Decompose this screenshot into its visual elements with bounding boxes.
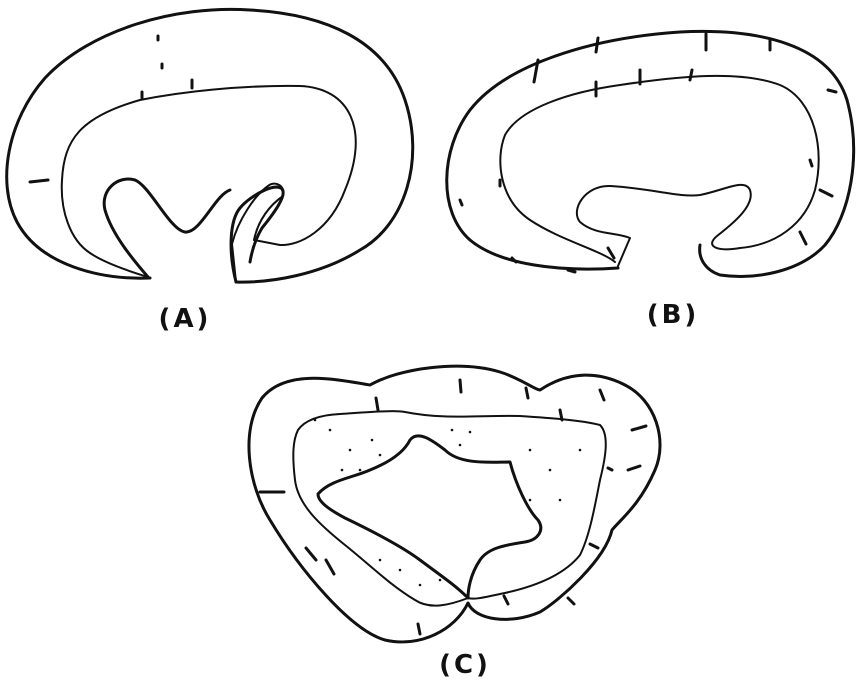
panel-c-stipple [314, 419, 582, 587]
panel-a-drawing [7, 9, 413, 282]
panel-a-outer-outline [7, 9, 413, 282]
panel-c-drawing [249, 366, 660, 642]
panel-a-label: (A) [159, 306, 212, 332]
panel-a-lobe [104, 179, 230, 277]
panel-b-outer-outline [447, 31, 854, 276]
panel-c-label: (C) [439, 652, 491, 678]
panel-b-label: (B) [647, 302, 700, 328]
panel-c-inner-outline [293, 411, 605, 605]
panel-b-inner-outline [500, 76, 818, 266]
panel-c-cavity [318, 436, 541, 598]
panel-c-outer-outline [249, 366, 660, 642]
panel-b-drawing [447, 31, 854, 276]
panel-a-marks [30, 36, 192, 182]
panel-a-inner-outline [62, 86, 356, 282]
